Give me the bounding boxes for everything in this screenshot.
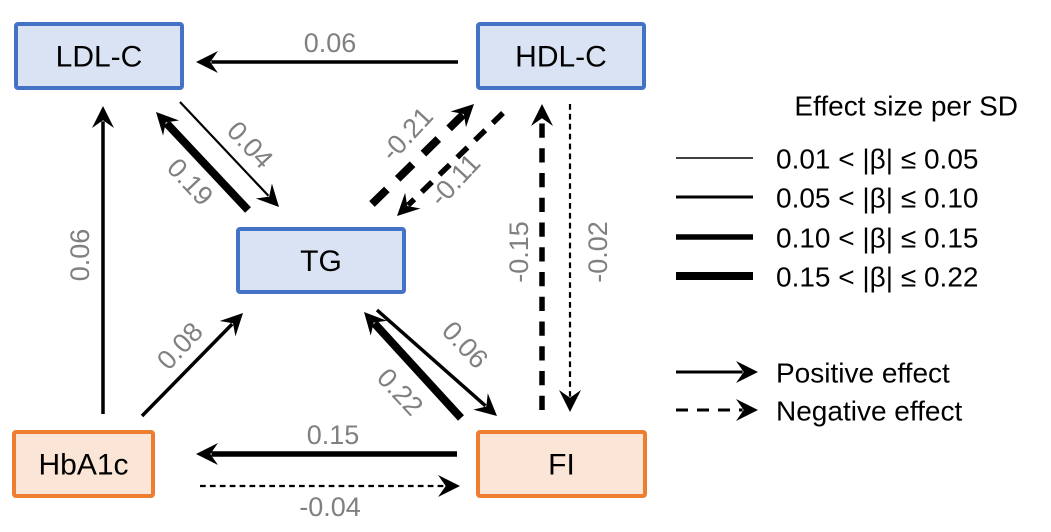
edge-hdl-c-to-ldl-c	[196, 51, 458, 73]
edge-fi-to-hba1c-label: 0.15	[307, 420, 360, 450]
legend-title: Effect size per SD	[794, 91, 1018, 122]
legend-width-item-1: 0.01 < |β| ≤ 0.05	[676, 144, 978, 175]
node-label: LDL-C	[56, 41, 143, 74]
node-box	[12, 430, 155, 498]
edge-line	[163, 120, 251, 213]
legend-dashed-label: Negative effect	[776, 396, 962, 427]
node-label: HDL-C	[515, 41, 607, 74]
legend-width-items: 0.01 < |β| ≤ 0.05 0.05 < |β| ≤ 0.10 0.10 <…	[676, 144, 978, 293]
legend-width-item-2: 0.05 < |β| ≤ 0.10	[676, 183, 978, 214]
node-hba1c: HbA1c	[12, 430, 155, 498]
edge-hdl-c-to-tg	[397, 111, 505, 216]
arrowhead-icon	[364, 312, 387, 336]
edge-hba1c-to-tg-label: 0.08	[151, 317, 209, 376]
edge-hba1c-to-ldl-c	[92, 106, 114, 414]
edge-tg-to-ldl-c-label: 0.19	[161, 153, 219, 212]
node-ldl-c: LDL-C	[14, 22, 184, 90]
edge-tg-to-ldl-c	[156, 112, 251, 213]
legend-width-label: 0.01 < |β| ≤ 0.05	[776, 144, 978, 175]
node-hdl-c: HDL-C	[476, 22, 646, 90]
arrowhead-icon	[473, 393, 497, 416]
edge-line	[375, 308, 487, 408]
arrowhead-icon	[531, 104, 553, 126]
arrowhead-icon	[736, 361, 758, 383]
legend-width-label: 0.15 < |β| ≤ 0.22	[776, 262, 978, 293]
edge-fi-to-hdl-c-label: -0.15	[504, 221, 534, 283]
arrowhead-icon	[156, 112, 180, 136]
nodes-layer: LDL-C HDL-C TG HbA1c FI	[12, 22, 647, 498]
arrowhead-icon	[255, 183, 279, 207]
edge-hba1c-to-fi	[200, 475, 460, 497]
node-tg: TG	[236, 227, 406, 294]
edge-ldl-c-to-tg	[179, 101, 279, 207]
edge-tg-to-hdl-c-label: -0.21	[375, 101, 439, 166]
arrowhead-icon	[559, 390, 581, 412]
edge-hba1c-to-fi-label: -0.04	[299, 492, 361, 522]
legend-width-label: 0.10 < |β| ≤ 0.15	[776, 223, 978, 254]
arrowhead-icon	[219, 313, 243, 337]
node-fi: FI	[476, 430, 647, 498]
arrowhead-icon	[736, 399, 758, 421]
legend-width-label: 0.05 < |β| ≤ 0.10	[776, 183, 978, 214]
edge-line	[140, 322, 234, 418]
node-label: TG	[300, 245, 342, 278]
arrowhead-icon	[450, 104, 474, 128]
edge-hba1c-to-ldl-c-label: 0.06	[65, 229, 95, 282]
edge-hdl-c-to-fi	[559, 104, 581, 412]
node-box	[236, 227, 406, 294]
arrowhead-icon	[92, 106, 114, 128]
legend: Effect size per SD 0.01 < |β| ≤ 0.05 0.05…	[676, 91, 1018, 427]
arrowhead-icon	[397, 192, 421, 216]
edges-layer	[92, 51, 581, 497]
edge-ldl-c-to-tg-label: 0.04	[221, 116, 279, 175]
edge-tg-to-fi	[375, 308, 497, 416]
legend-solid-label: Positive effect	[776, 358, 950, 389]
node-label: HbA1c	[38, 449, 128, 482]
edge-hdl-c-to-tg-label: -0.11	[424, 148, 487, 212]
arrowhead-icon	[196, 443, 218, 465]
edge-tg-to-hdl-c	[369, 104, 474, 207]
node-box	[476, 430, 647, 498]
legend-width-item-3: 0.10 < |β| ≤ 0.15	[676, 223, 978, 254]
edge-line	[406, 111, 505, 208]
edge-hdl-c-to-ldl-c-label: 0.06	[304, 28, 357, 58]
edge-line	[179, 101, 270, 197]
arrowhead-icon	[438, 475, 460, 497]
edge-fi-to-hba1c	[196, 443, 457, 465]
node-box	[14, 22, 184, 90]
edge-line	[371, 320, 464, 421]
legend-solid-arrow	[676, 361, 758, 383]
legend-width-item-4: 0.15 < |β| ≤ 0.22	[676, 262, 978, 293]
node-box	[476, 22, 646, 90]
edge-hdl-c-to-fi-label: -0.02	[583, 221, 613, 283]
arrowhead-icon	[196, 51, 218, 73]
legend-dashed-arrow	[676, 399, 758, 421]
node-label: FI	[548, 449, 575, 482]
edge-hba1c-to-tg	[140, 313, 243, 418]
edge-fi-to-hdl-c	[531, 104, 553, 410]
edge-tg-to-fi-label: 0.06	[436, 316, 494, 375]
edge-fi-to-tg	[364, 312, 464, 421]
